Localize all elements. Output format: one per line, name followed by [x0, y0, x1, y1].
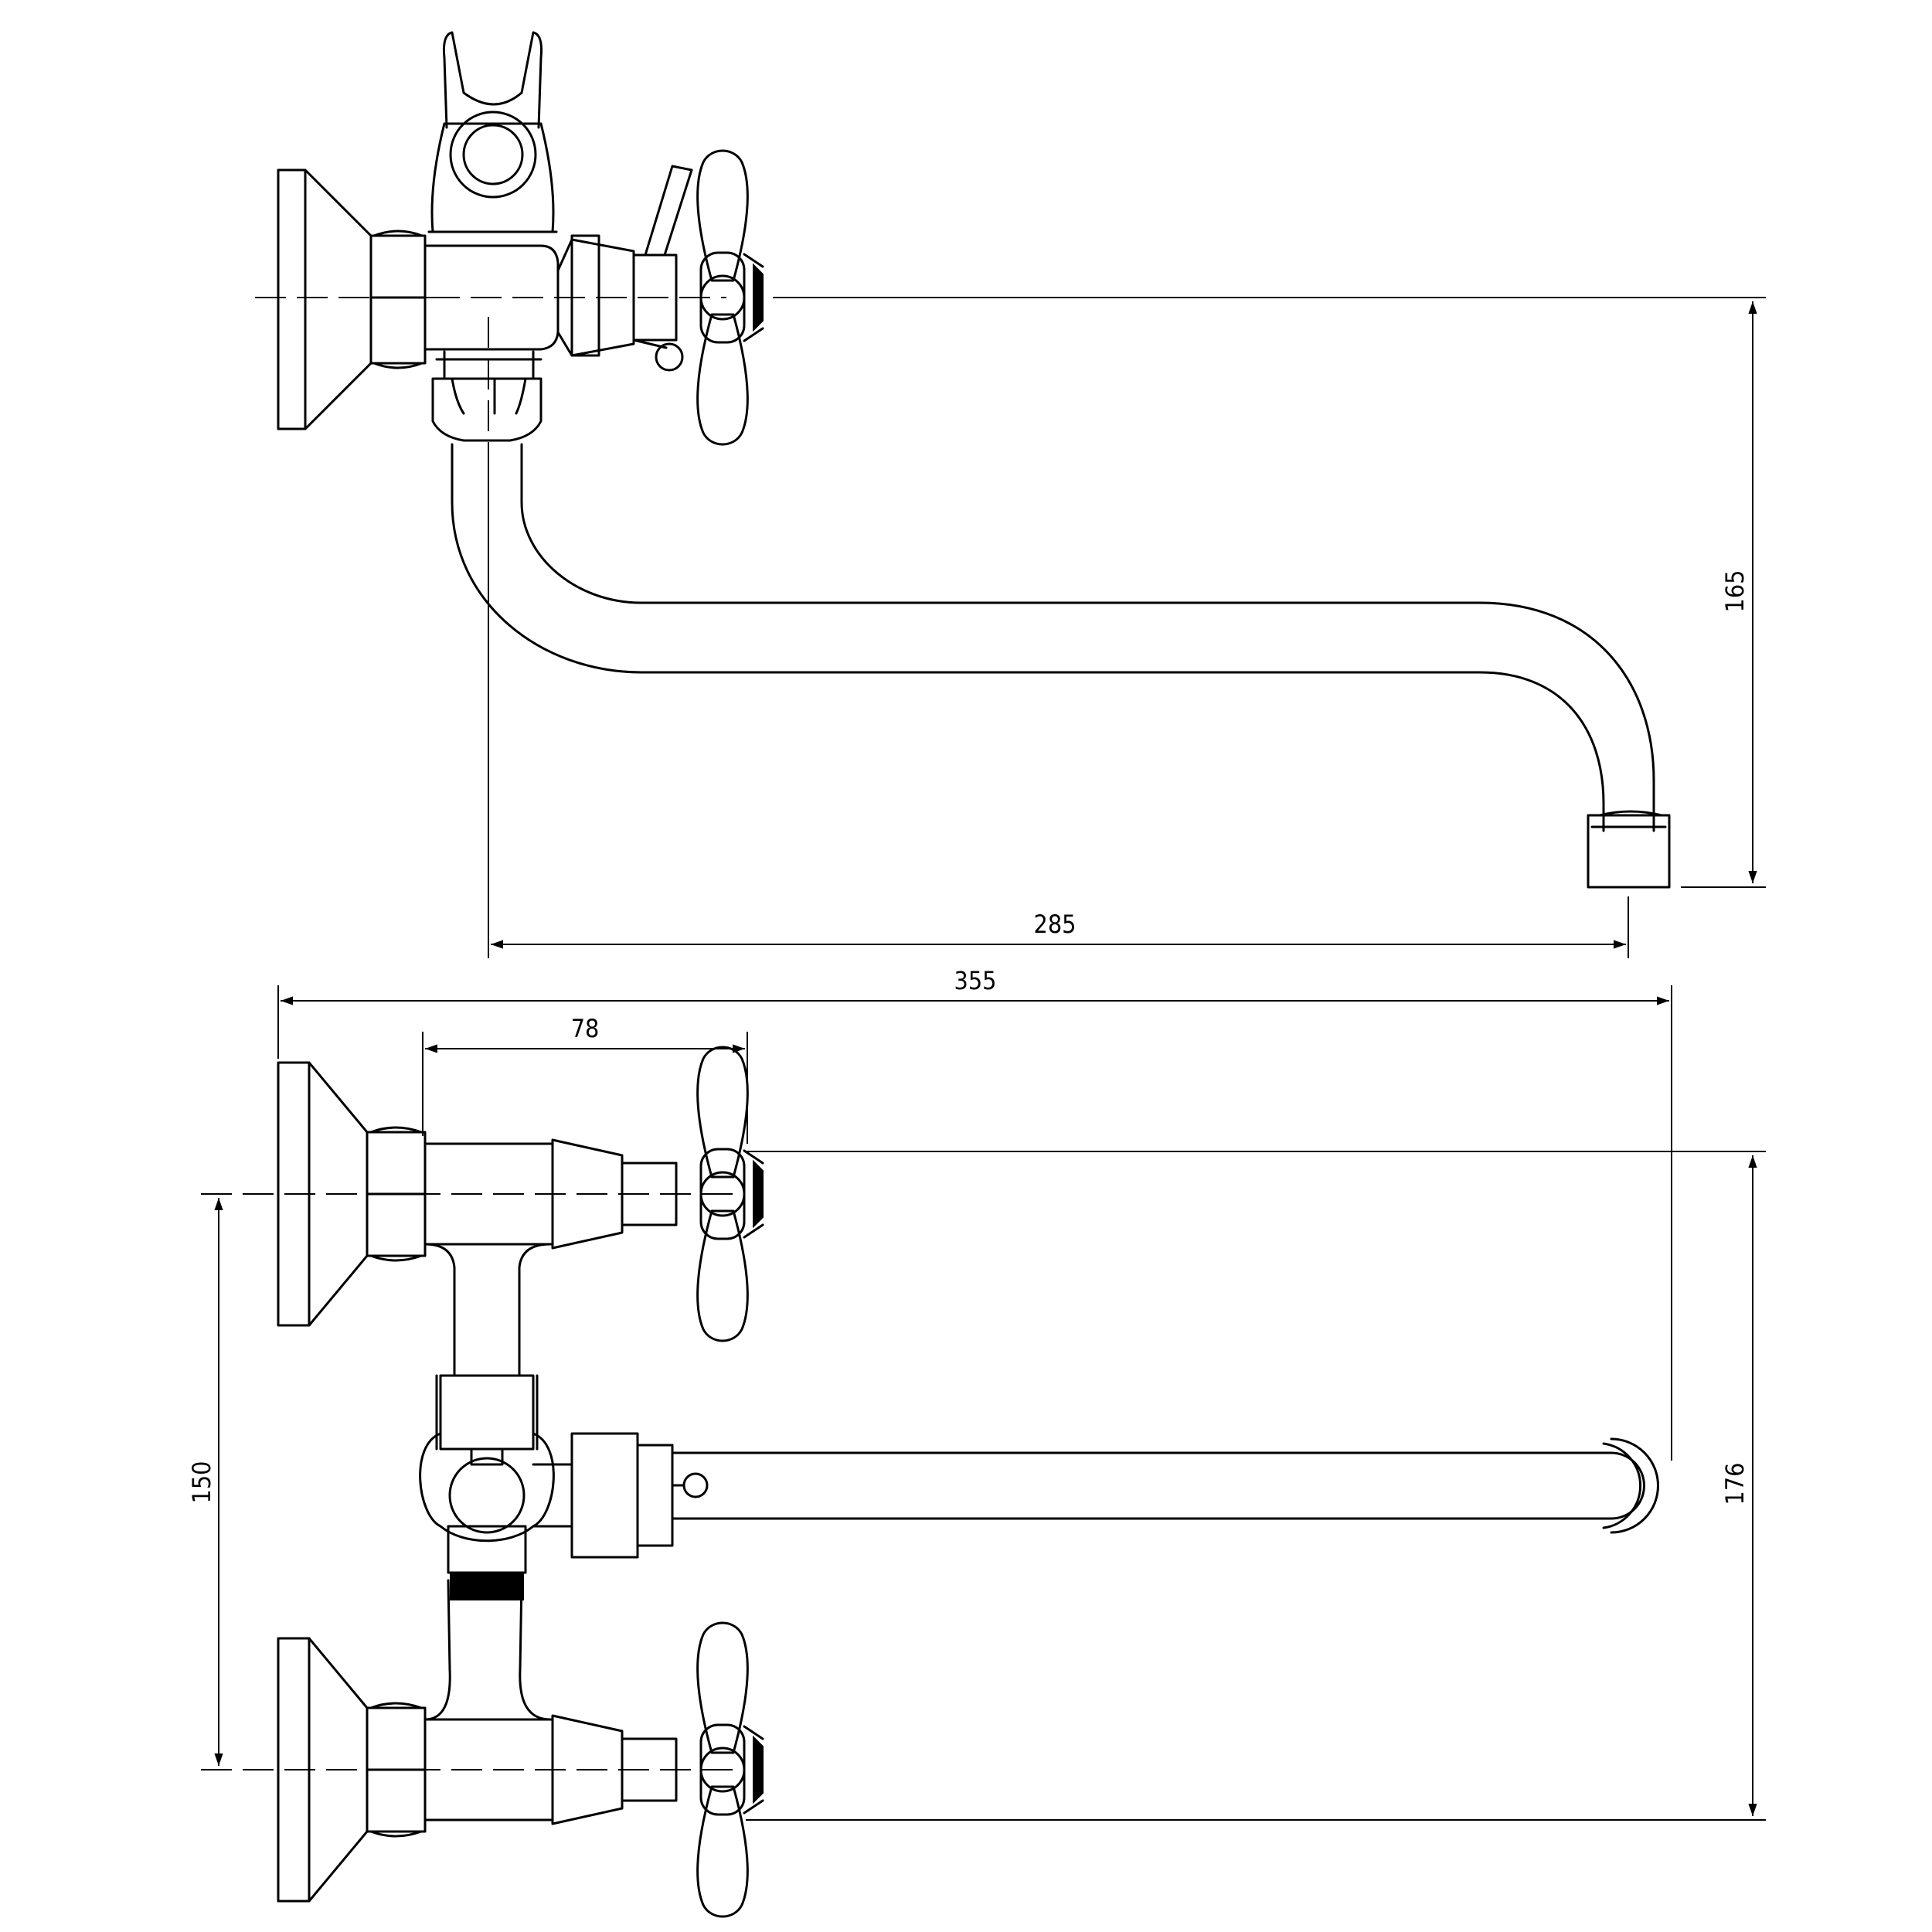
connecting-body — [423, 1243, 552, 1721]
threaded-ring — [450, 1572, 524, 1600]
dimension-label-285: 285 — [1034, 910, 1077, 939]
hex-nut — [369, 234, 427, 365]
spout — [451, 443, 1605, 832]
aerator — [1587, 814, 1671, 889]
dimension-label-165: 165 — [1720, 570, 1750, 613]
shower-holder — [427, 31, 558, 233]
diverter-knob — [682, 1472, 709, 1498]
spout-front — [671, 1437, 1659, 1534]
dimension-label-78: 78 — [571, 1014, 600, 1043]
dimension-label-176: 176 — [1720, 1463, 1750, 1505]
dimension-label-355: 355 — [954, 966, 997, 995]
diverter-joint — [419, 1432, 709, 1600]
diverter-lever — [644, 165, 693, 257]
wall-flange — [277, 168, 372, 430]
dimension-label-150: 150 — [187, 1461, 216, 1504]
side-view: 165 285 — [255, 31, 1766, 958]
swivel-nut — [431, 350, 543, 442]
front-view: 355 78 — [187, 966, 1766, 1918]
